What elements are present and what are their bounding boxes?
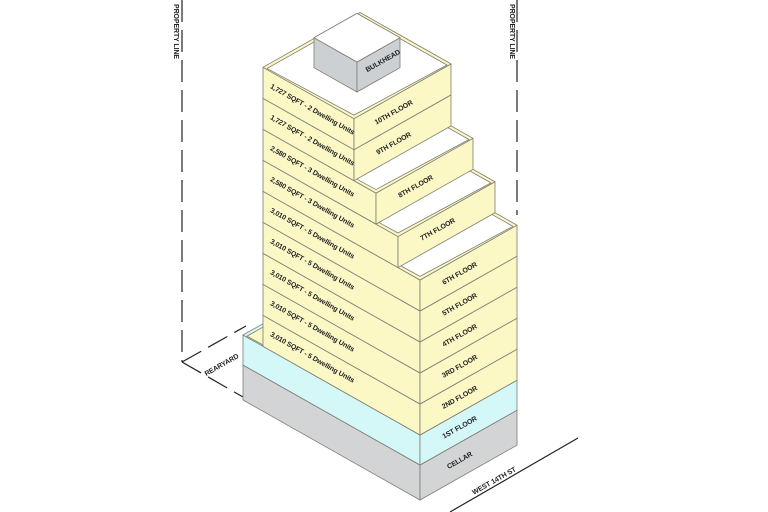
street-line <box>449 437 579 512</box>
property-line-right-label: PROPERTY LINE <box>507 4 515 59</box>
rearyard-line-upper <box>181 325 247 363</box>
bulkhead-roof <box>313 13 401 63</box>
property-line-left-label: PROPERTY LINE <box>171 4 179 59</box>
rearyard-line-lower <box>181 361 244 398</box>
